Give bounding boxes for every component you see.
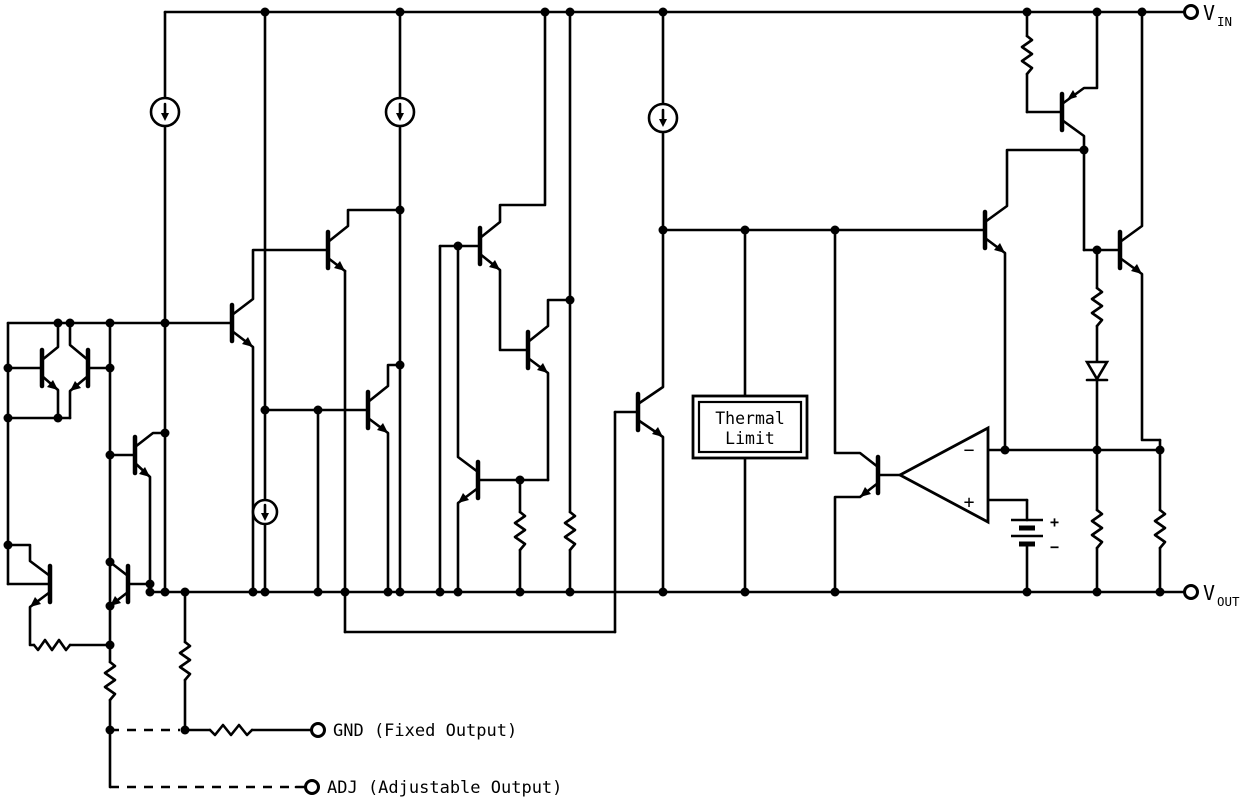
current-source-2: [384, 96, 416, 128]
transistor-q9: [438, 10, 547, 352]
resistor-r8: [103, 660, 117, 702]
current-source-1: [149, 96, 181, 128]
wires: [6, 10, 1162, 789]
transistor-q12: [635, 228, 665, 594]
opamp-inverting-label: −: [964, 440, 975, 461]
diode-d1: [1084, 360, 1110, 382]
power-rails: [148, 10, 1186, 594]
resistor-r4: [1153, 508, 1167, 550]
transistor-q2: [68, 321, 112, 420]
vin-sub-label: IN: [1217, 14, 1232, 29]
gnd-label: GND (Fixed Output): [333, 721, 517, 741]
transistor-q15: [1025, 10, 1099, 252]
current-source-4: [251, 498, 279, 526]
resistor-r9: [32, 638, 72, 652]
vout-terminal: V OUT: [1183, 581, 1240, 609]
transistor-q10: [525, 298, 572, 482]
vout-label: V: [1203, 581, 1215, 605]
resistor-r6: [563, 510, 577, 552]
thermal-limit-line2: Limit: [725, 429, 775, 448]
battery-positive-label: +: [1050, 513, 1059, 531]
resistors: [32, 34, 1167, 737]
transistor-q13: [833, 228, 902, 594]
transistor-q1: [6, 321, 60, 420]
transistor-q5: [108, 560, 152, 608]
resistor-r3: [1090, 508, 1104, 550]
resistor-r1: [1020, 34, 1034, 76]
gnd-terminal: GND (Fixed Output): [310, 721, 517, 741]
thermal-limit-line1: Thermal: [715, 409, 785, 428]
resistor-r2: [1090, 286, 1104, 328]
adj-label: ADJ (Adjustable Output): [327, 778, 562, 798]
transistor-q16: [1082, 10, 1162, 442]
vin-label: V: [1203, 1, 1215, 25]
resistor-r5: [513, 510, 527, 552]
resistor-r7: [178, 640, 192, 682]
transistor-q14: [982, 148, 1086, 452]
resistor-r10: [208, 723, 254, 737]
vout-sub-label: OUT: [1217, 594, 1240, 609]
adj-terminal: ADJ (Adjustable Output): [304, 778, 562, 798]
transistor-q4: [6, 543, 53, 647]
thermal-limit-box: Thermal Limit: [691, 394, 809, 460]
opamp-noninverting-label: +: [964, 492, 975, 513]
transistor-q6: [229, 248, 330, 594]
transistor-q7: [325, 208, 402, 273]
vin-terminal: V IN: [1183, 1, 1232, 29]
battery-reference: + −: [1011, 513, 1059, 556]
transistor-q8: [365, 363, 402, 594]
junction-dots: [3, 7, 1165, 735]
transistor-q11: [456, 244, 550, 594]
opamp: − +: [897, 425, 990, 525]
battery-negative-label: −: [1050, 538, 1059, 556]
current-source-3: [647, 102, 679, 134]
